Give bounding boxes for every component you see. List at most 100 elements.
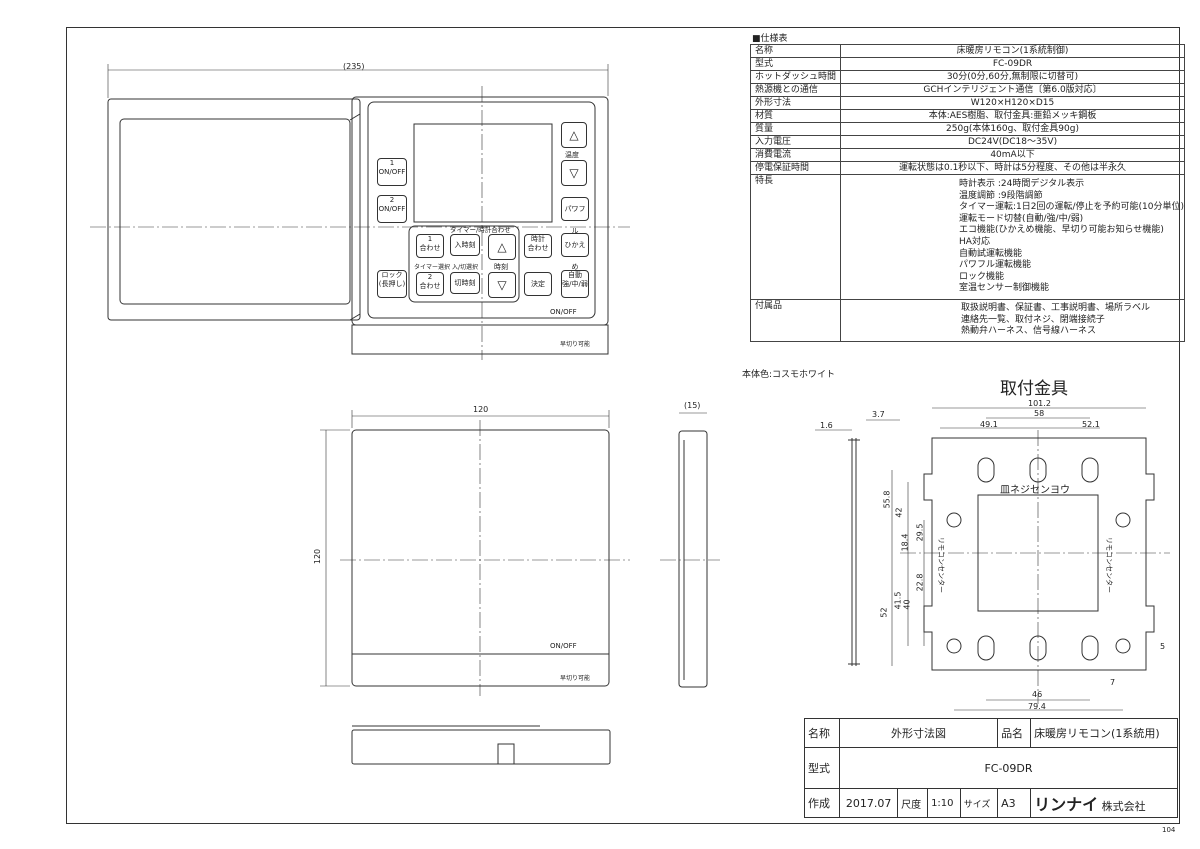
feature-item: エコ機能(ひかえめ機能、早切り可能お知らせ機能) [959,225,1164,236]
spec-key: ホットダッシュ時間 [749,70,842,84]
front-onoff-label: ON/OFF [550,642,577,650]
dim-height: 120 [313,548,323,565]
spec-row: 名称床暖房リモコン(1系統制御) [749,44,1186,58]
spec-value: W120×H120×D15 [840,96,1186,110]
features-cell: 時計表示 :24時間デジタル表示温度調節 :9段階調節タイマー運転:1日2回の運… [840,174,1186,300]
dim-46: 46 [1032,690,1043,699]
accessories-key: 付属品 [749,298,842,342]
auto-mode-button: 自動強/中/弱 [561,270,589,298]
dim-235: (235) [343,62,365,71]
spec-row: 材質本体:AES樹脂、取付金具:亜鉛メッキ鋼板 [749,109,1186,123]
scale-value: 1:10 [927,788,961,818]
front-view-outline [351,429,610,687]
dim-1-6: 1.6 [820,421,833,430]
front-early-off-label: 早切り可能 [560,675,591,682]
drawing-frame [66,27,1180,824]
bracket-side-outline [848,438,860,666]
side-view-outline [678,430,708,688]
feature-item: HA対応 [959,236,990,247]
dim-101-2: 101.2 [1028,399,1051,408]
screw-note: 皿ネジセンヨウ [1000,485,1070,496]
spec-value: 運転状態は0.1秒以下、時計は5分程度、その他は半永久 [840,161,1186,175]
dim-22-8: 22.8 [915,573,925,592]
temp-label: 温度 [565,151,579,159]
spec-value: DC24V(DC18〜35V) [840,135,1186,149]
body-color: 本体色:コスモホワイト [742,370,836,380]
model-label: 型式 [804,747,840,789]
powerful-button: パワフル [561,197,589,235]
dim-55-8: 55.8 [882,490,892,509]
dim-18-4: 18.4 [900,533,910,552]
timer-select-label: タイマー選択 [414,264,451,271]
spec-value: 床暖房リモコン(1系統制御) [840,44,1186,58]
lock-button: ロック(長押し) [377,270,407,298]
dim-depth: (15) [684,401,701,410]
product-label: 品名 [997,718,1032,748]
dim-width: 120 [473,405,489,414]
bracket-outline [923,437,1155,671]
size-value: A3 [997,788,1032,818]
center-left-label: リモコンセンター [937,537,945,593]
feature-item: 時計表示 :24時間デジタル表示 [959,179,1085,189]
spec-key: 停電保証時間 [749,161,842,175]
feature-item: 自動試運転機能 [959,248,1023,259]
title-block: 名称 外形寸法図 品名 床暖房リモコン(1系統用) 型式 FC-09DR 作成 … [804,718,1178,818]
dim-52-1: 52.1 [1082,420,1100,429]
spec-value: 250g(本体160g、取付金具90g) [840,122,1186,136]
spec-key: 質量 [749,122,842,136]
in-time-button: 入時刻 [450,234,480,256]
spec-value: FC-09DR [840,57,1186,71]
dim-58: 58 [1034,409,1045,418]
accessories-cell: 取扱説明書、保証書、工事説明書、場所ラベル連絡先一覧、取付ネジ、閉端接続子熱動弁… [840,298,1186,342]
bracket-title: 取付金具 [1000,379,1068,399]
clock-label: 時刻 [494,263,508,271]
center-right-label: リモコンセンター [1105,537,1113,593]
timer-up-button: △ [488,234,516,260]
timer-title: タイマー/時計合わせ [450,226,511,234]
spec-key: 入力電圧 [749,135,842,149]
feature-item: タイマー運転:1日2回の運転/停止を予約可能(10分単位) [959,202,1185,213]
company-suffix: 株式会社 [1101,800,1146,813]
feature-item: ロック機能 [959,271,1005,282]
spec-key: 消費電流 [749,148,842,162]
spec-heading: ■仕様表 [752,34,788,44]
features-key: 特長 [749,174,842,300]
spec-value: 30分(0分,60分,無制限に切替可) [840,70,1186,84]
spec-key: 名称 [749,44,842,58]
dim-3-7: 3.7 [872,410,885,419]
bottom-view-outline [351,729,611,765]
dim-79-4: 79.4 [1028,702,1046,711]
decide-button: 決定 [524,272,552,296]
name-label: 名称 [804,718,840,748]
lcd-screen [413,123,553,223]
remote-bottom-panel [351,324,609,355]
spec-key: 熱源機との通信 [749,83,842,97]
spec-value: 本体:AES樹脂、取付金具:亜鉛メッキ鋼板 [840,109,1186,123]
spec-key: 材質 [749,109,842,123]
accessory-item: 取扱説明書、保証書、工事説明書、場所ラベル [961,302,1151,313]
temp-down-button: ▽ [561,160,587,186]
scale-label: 尺度 [897,788,929,818]
dim-5: 5 [1160,642,1166,651]
dim-7: 7 [1110,678,1116,687]
spec-key: 外形寸法 [749,96,842,110]
dim-52: 52 [879,607,889,618]
dim-40: 40 [902,599,912,610]
model-value: FC-09DR [839,747,1178,789]
spec-value: GCHインテリジェント通信〔第6.0版対応〕 [840,83,1186,97]
cover-outline [107,98,361,321]
dim-41-5: 41.5 [893,591,903,610]
feature-item: 室温センサー制御機能 [959,283,1050,294]
hikaeme-button: ひかえめ [561,233,589,271]
out-time-button: 切時刻 [450,272,480,294]
